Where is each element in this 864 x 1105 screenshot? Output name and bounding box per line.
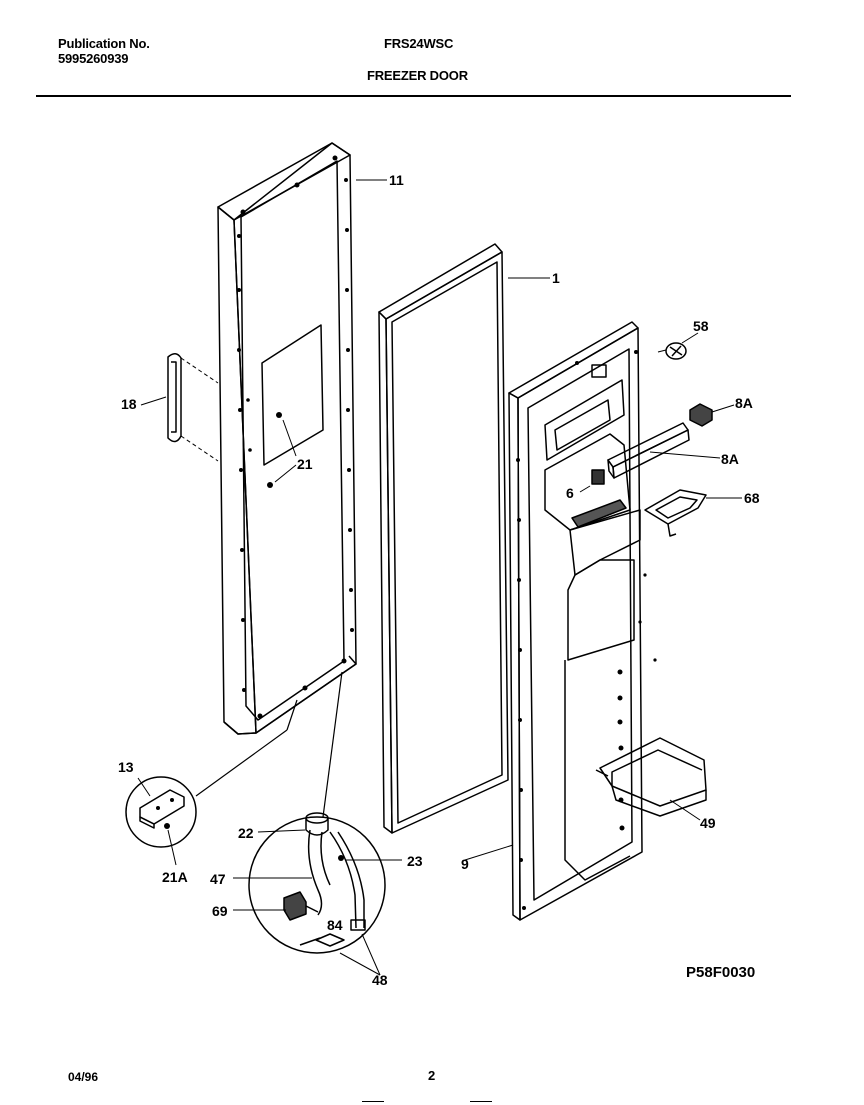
page-number: 2 — [428, 1068, 436, 1083]
callout-13: 13 — [118, 759, 134, 775]
door-outer-panel — [217, 142, 387, 735]
door-screw-holes — [237, 155, 354, 719]
door-inner-liner — [464, 321, 657, 921]
callout-1: 1 — [552, 270, 560, 286]
part-49-shelf — [595, 737, 707, 821]
part-8a-cap — [689, 403, 735, 427]
model-number: FRS24WSC — [384, 36, 454, 51]
callout-21: 21 — [297, 456, 313, 472]
handle-screws — [267, 412, 297, 488]
publication-number: 5995260939 — [58, 51, 129, 66]
footer-mark-right — [470, 1101, 492, 1102]
callout-18: 18 — [121, 396, 137, 412]
callout-9: 9 — [461, 856, 469, 872]
liner-screw-holes — [516, 350, 657, 910]
part-8a-bar — [607, 422, 721, 479]
door-handle — [140, 353, 219, 462]
callout-labels: 11 1 58 8A 8A 6 68 18 21 13 21A 22 23 47… — [118, 172, 760, 988]
callout-69: 69 — [212, 903, 228, 919]
part-58-screw — [657, 332, 699, 360]
part-6-switch — [579, 469, 605, 493]
callout-58: 58 — [693, 318, 709, 334]
light-socket-inset — [233, 671, 402, 976]
callout-49: 49 — [700, 815, 716, 831]
callout-11: 11 — [389, 172, 404, 188]
footer-mark-left — [362, 1101, 384, 1102]
part-68-actuator — [644, 489, 742, 537]
door-gasket — [378, 243, 550, 834]
callout-8a-cap: 8A — [735, 395, 753, 411]
callout-22: 22 — [238, 825, 254, 841]
callout-21a: 21A — [162, 869, 188, 885]
callout-23: 23 — [407, 853, 423, 869]
callout-8a-bar: 8A — [721, 451, 739, 467]
callout-48: 48 — [372, 972, 388, 988]
callout-68: 68 — [744, 490, 760, 506]
revision-date: 04/96 — [68, 1070, 99, 1084]
section-title: FREEZER DOOR — [367, 68, 468, 83]
callout-47: 47 — [210, 871, 226, 887]
header-rule — [36, 95, 791, 97]
drawing-code: P58F0030 — [686, 964, 756, 981]
callout-6: 6 — [566, 485, 574, 501]
publication-label: Publication No. — [58, 36, 150, 51]
hinge-bracket-inset — [125, 699, 298, 866]
callout-84: 84 — [327, 917, 343, 933]
